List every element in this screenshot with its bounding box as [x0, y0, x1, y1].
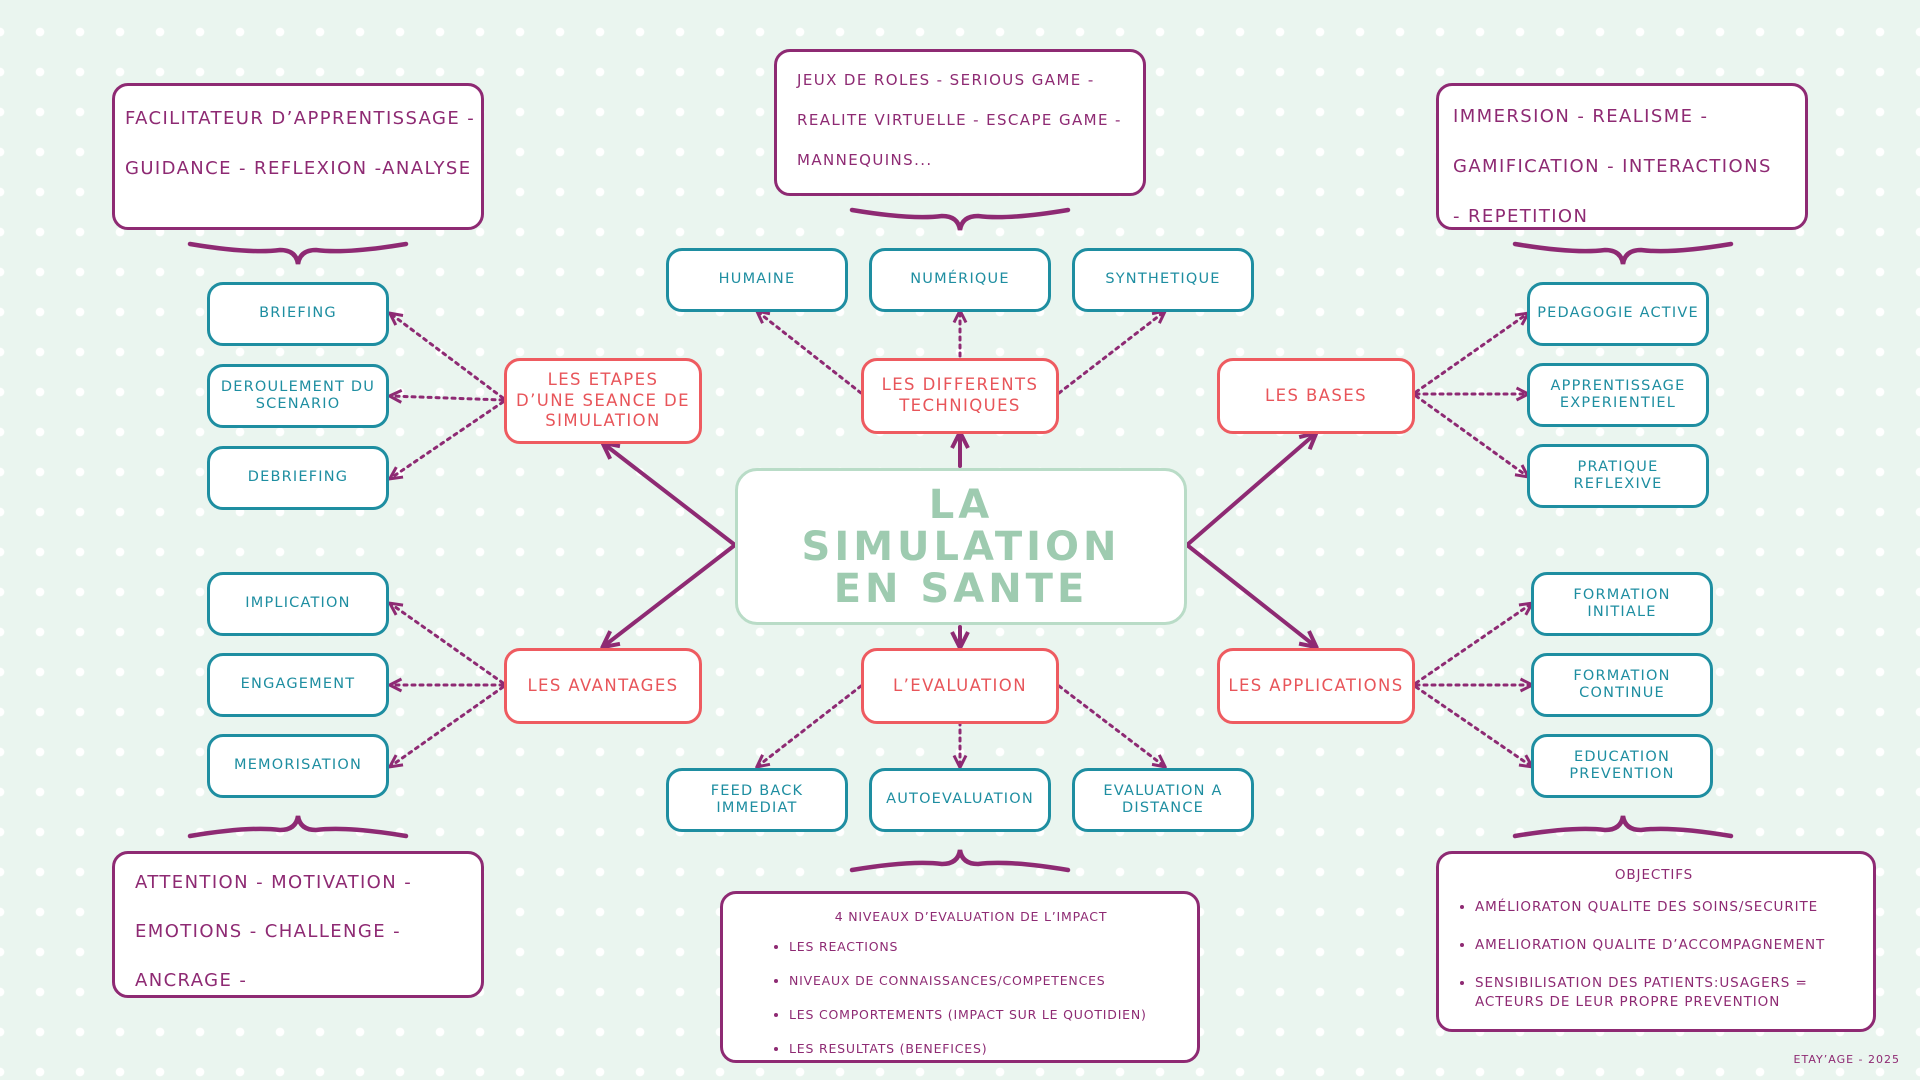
item-avantages-implication: IMPLICATION [207, 572, 389, 636]
item-label: FORMATION CONTINUE [1573, 667, 1671, 701]
note-avantages: ATTENTION - MOTIVATION - EMOTIONS - CHAL… [112, 851, 484, 998]
note-bullet: SENSIBILISATION DES PATIENTS:USAGERS = A… [1475, 974, 1855, 1012]
item-label: NUMÉRIQUE [910, 271, 1010, 288]
item-evaluation-autoevaluation: AUTOEVALUATION [869, 768, 1051, 832]
item-label: DEBRIEFING [247, 469, 349, 486]
note-applications: OBJECTIFS AMÉLIORATON QUALITE DES SOINS/… [1436, 851, 1876, 1032]
brace-bases [1512, 241, 1734, 265]
note-line: EMOTIONS - CHALLENGE - [135, 921, 402, 942]
item-bases-pedagogie: PEDAGOGIE ACTIVE [1527, 282, 1709, 346]
note-title: 4 NIVEAUX D’EVALUATION DE L’IMPACT [834, 909, 1108, 924]
item-label: FORMATION INITIALE [1573, 586, 1671, 620]
note-bullet: LES RESULTATS (BENEFICES) [789, 1032, 1177, 1066]
note-etapes: FACILITATEUR D’APPRENTISSAGE - GUIDANCE … [112, 83, 484, 230]
item-label: HUMAINE [718, 271, 796, 288]
category-applications-label: LES APPLICATIONS [1228, 675, 1404, 695]
item-label: ENGAGEMENT [240, 676, 356, 693]
category-techniques-label: LES DIFFERENTS TECHNIQUES [881, 375, 1039, 415]
item-label: SYNTHETIQUE [1105, 271, 1221, 288]
category-avantages: LES AVANTAGES [504, 648, 702, 724]
note-bullet: AMELIORATION QUALITE D’ACCOMPAGNEMENT [1475, 926, 1855, 964]
item-label: PEDAGOGIE ACTIVE [1537, 305, 1699, 322]
note-evaluation: 4 NIVEAUX D’EVALUATION DE L’IMPACT LES R… [720, 891, 1200, 1063]
category-avantages-label: LES AVANTAGES [527, 675, 679, 695]
item-etapes-deroulement: DEROULEMENT DU SCENARIO [207, 364, 389, 428]
note-line: FACILITATEUR D’APPRENTISSAGE - [125, 108, 476, 129]
item-label: EDUCATION PREVENTION [1569, 748, 1675, 782]
note-line: MANNEQUINS... [797, 151, 933, 169]
item-applications-initiale: FORMATION INITIALE [1531, 572, 1713, 636]
item-bases-pratique: PRATIQUE REFLEXIVE [1527, 444, 1709, 508]
note-bullet: NIVEAUX DE CONNAISSANCES/COMPETENCES [789, 964, 1177, 998]
category-applications: LES APPLICATIONS [1217, 648, 1415, 724]
category-etapes-label: LES ETAPES D’UNE SEANCE DE SIMULATION [516, 370, 690, 431]
item-etapes-briefing: BRIEFING [207, 282, 389, 346]
category-evaluation: L’EVALUATION [861, 648, 1059, 724]
item-evaluation-feedback: FEED BACK IMMEDIAT [666, 768, 848, 832]
item-etapes-debriefing: DEBRIEFING [207, 446, 389, 510]
note-bases: IMMERSION - REALISME - GAMIFICATION - IN… [1436, 83, 1808, 230]
brace-techniques [849, 207, 1071, 231]
note-line: JEUX DE ROLES - SERIOUS GAME - [797, 71, 1095, 89]
note-bullet-list: LES REACTIONS NIVEAUX DE CONNAISSANCES/C… [765, 930, 1177, 1066]
brace-applications [1512, 815, 1734, 839]
footer-credit: ETAY’AGE - 2025 [1793, 1053, 1900, 1066]
item-label: DEROULEMENT DU SCENARIO [220, 378, 376, 412]
item-label: PRATIQUE REFLEXIVE [1573, 458, 1663, 492]
item-evaluation-distance: EVALUATION A DISTANCE [1072, 768, 1254, 832]
category-bases-label: LES BASES [1265, 385, 1367, 405]
note-line: REALITE VIRTUELLE - ESCAPE GAME - [797, 111, 1122, 129]
note-bullet: LES REACTIONS [789, 930, 1177, 964]
item-label: FEED BACK IMMEDIAT [710, 782, 804, 816]
central-topic-title: LA SIMULATION EN SANTE [801, 481, 1121, 612]
item-label: BRIEFING [259, 305, 337, 322]
item-label: EVALUATION A DISTANCE [1103, 782, 1223, 816]
brace-etapes [187, 241, 409, 265]
note-line: GAMIFICATION - INTERACTIONS [1453, 156, 1772, 177]
note-line: ANCRAGE - [135, 970, 248, 991]
note-line: GUIDANCE - REFLEXION -ANALYSE [125, 158, 472, 179]
category-evaluation-label: L’EVALUATION [893, 675, 1027, 695]
note-line: IMMERSION - REALISME - [1453, 106, 1709, 127]
category-bases: LES BASES [1217, 358, 1415, 434]
note-title: OBJECTIFS [1614, 867, 1694, 883]
item-label: AUTOEVALUATION [886, 791, 1034, 808]
note-line: ATTENTION - MOTIVATION - [135, 872, 413, 893]
note-bullet: LES COMPORTEMENTS (IMPACT SUR LE QUOTIDI… [789, 998, 1177, 1032]
brace-evaluation [849, 849, 1071, 873]
note-line: - REPETITION [1453, 206, 1589, 227]
item-techniques-humaine: HUMAINE [666, 248, 848, 312]
item-applications-prevention: EDUCATION PREVENTION [1531, 734, 1713, 798]
category-techniques: LES DIFFERENTS TECHNIQUES [861, 358, 1059, 434]
note-bullet: AMÉLIORATON QUALITE DES SOINS/SECURITE [1475, 888, 1855, 926]
item-avantages-engagement: ENGAGEMENT [207, 653, 389, 717]
note-bullet-list: AMÉLIORATON QUALITE DES SOINS/SECURITE A… [1453, 888, 1855, 1012]
brace-avantages [187, 815, 409, 839]
item-label: MEMORISATION [233, 757, 362, 774]
item-label: APPRENTISSAGE EXPERIENTIEL [1550, 377, 1686, 411]
item-applications-continue: FORMATION CONTINUE [1531, 653, 1713, 717]
item-techniques-synthetique: SYNTHETIQUE [1072, 248, 1254, 312]
item-avantages-memorisation: MEMORISATION [207, 734, 389, 798]
item-bases-apprentissage: APPRENTISSAGE EXPERIENTIEL [1527, 363, 1709, 427]
category-etapes: LES ETAPES D’UNE SEANCE DE SIMULATION [504, 358, 702, 444]
note-techniques: JEUX DE ROLES - SERIOUS GAME - REALITE V… [774, 49, 1146, 196]
item-techniques-numerique: NUMÉRIQUE [869, 248, 1051, 312]
central-topic: LA SIMULATION EN SANTE [735, 468, 1187, 625]
item-label: IMPLICATION [245, 595, 351, 612]
